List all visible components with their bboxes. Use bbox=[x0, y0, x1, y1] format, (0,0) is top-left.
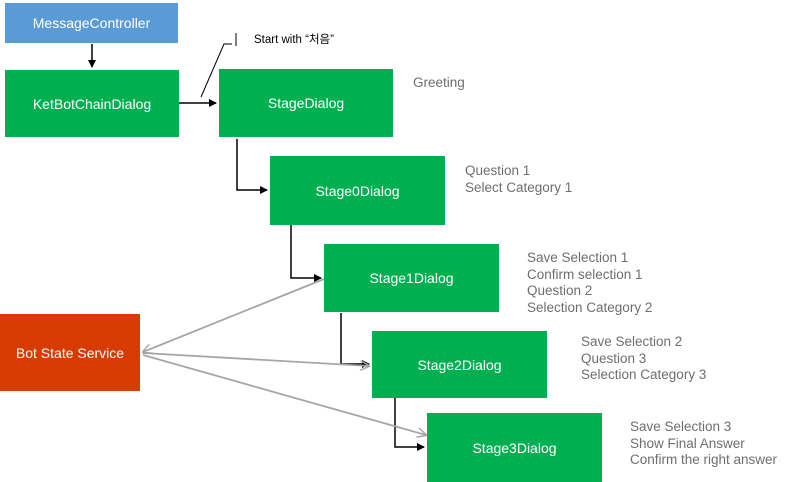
stage2-dialog-node: Stage2Dialog bbox=[372, 331, 547, 398]
stage1-dialog-notes: Save Selection 1 Confirm selection 1 Que… bbox=[527, 250, 652, 316]
state-link-stage3 bbox=[142, 354, 426, 435]
note-line: Save Selection 1 bbox=[527, 250, 629, 265]
stage0-dialog-node: Stage0Dialog bbox=[270, 156, 445, 225]
stage1-dialog-node: Stage1Dialog bbox=[324, 244, 499, 312]
note-line: Save Selection 3 bbox=[630, 419, 732, 434]
note-line: Save Selection 2 bbox=[581, 334, 683, 349]
callout-pointer bbox=[200, 43, 232, 98]
ket-bot-chain-dialog-node: KetBotChainDialog bbox=[5, 70, 179, 137]
message-controller-node: MessageController bbox=[5, 3, 178, 43]
start-callout: Start with “처음” bbox=[254, 34, 334, 46]
note-line: Confirm the right answer bbox=[630, 452, 778, 467]
bot-state-service-node: Bot State Service bbox=[0, 314, 140, 391]
stage-dialog-node: StageDialog bbox=[219, 69, 393, 137]
note-line: Confirm selection 1 bbox=[527, 266, 643, 282]
note-line: Selection Category 2 bbox=[527, 299, 653, 315]
note-line: Question 3 bbox=[581, 350, 647, 366]
stage2-dialog-notes: Save Selection 2 Question 3 Selection Ca… bbox=[581, 334, 706, 384]
flow-arrow-stage2-to-stage3 bbox=[394, 397, 425, 451]
note-line: Question 1 bbox=[465, 163, 531, 178]
stage3-dialog-notes: Save Selection 3 Show Final Answer Confi… bbox=[630, 419, 777, 469]
flow-arrow-stage-to-stage0 bbox=[236, 139, 268, 194]
note-line: Question 2 bbox=[527, 283, 593, 298]
state-link-stage2 bbox=[142, 352, 369, 366]
flow-arrow-stage0-to-stage1 bbox=[290, 225, 322, 282]
note-line: Select Category 1 bbox=[465, 179, 573, 195]
stage0-dialog-notes: Question 1 Select Category 1 bbox=[465, 163, 572, 196]
note-line: Greeting bbox=[413, 75, 465, 90]
state-link-stage1 bbox=[143, 278, 325, 352]
stage3-dialog-node: Stage3Dialog bbox=[427, 413, 602, 482]
flow-arrow-stage1-to-stage2 bbox=[340, 313, 370, 368]
note-line: Selection Category 3 bbox=[581, 367, 707, 382]
stage-dialog-notes: Greeting bbox=[413, 75, 465, 92]
note-line: Show Final Answer bbox=[630, 435, 745, 451]
